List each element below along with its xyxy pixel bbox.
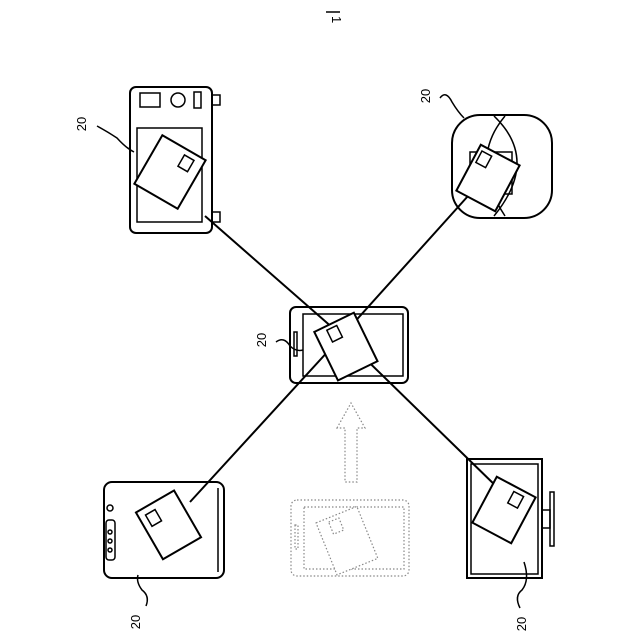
- card-body: [316, 506, 378, 574]
- control-knob-icon: [171, 93, 185, 107]
- device-bottom-right: 20: [467, 459, 554, 631]
- device-label: 20: [514, 617, 529, 631]
- button-icon: [108, 548, 112, 552]
- device-top-right: 20: [418, 89, 552, 218]
- arrow-up-icon: [337, 403, 365, 482]
- card-body: [472, 477, 535, 544]
- connection-line-top-right: [342, 196, 468, 336]
- leader-line: [517, 562, 526, 608]
- hinge-top: [212, 95, 220, 105]
- hinge-bottom: [212, 212, 220, 222]
- control-panel-display: [140, 93, 160, 107]
- card-body: [314, 313, 377, 381]
- button-icon: [108, 530, 112, 534]
- device-center: 20: [254, 307, 408, 383]
- indicator-icon: [107, 505, 113, 511]
- card: [472, 477, 535, 544]
- card: [314, 313, 377, 381]
- stand-base: [550, 492, 554, 546]
- button-icon: [108, 539, 112, 543]
- arrow-outline: [337, 403, 365, 482]
- card: [134, 135, 205, 208]
- device-label: 20: [418, 89, 433, 103]
- figure-ref: 1: [329, 16, 344, 23]
- stand-neck: [542, 510, 550, 528]
- control-button: [194, 92, 201, 108]
- connection-line-top-left: [205, 216, 342, 336]
- leader-line: [440, 95, 464, 118]
- control-strip: [106, 520, 115, 560]
- device-top-left: 20: [74, 87, 220, 233]
- device-label: 20: [254, 333, 269, 347]
- device-label: 20: [74, 117, 89, 131]
- device-bottom-left: 20: [104, 482, 224, 629]
- card: [456, 145, 519, 212]
- home-button: [294, 332, 297, 356]
- leader-line: [138, 575, 148, 606]
- card: [316, 506, 378, 574]
- card-body: [134, 135, 205, 208]
- leader-line: [97, 126, 134, 152]
- device-center-previous: [291, 500, 409, 576]
- home-button: [295, 525, 298, 549]
- device-label: 20: [128, 615, 143, 629]
- connection-line-bottom-left: [190, 336, 342, 502]
